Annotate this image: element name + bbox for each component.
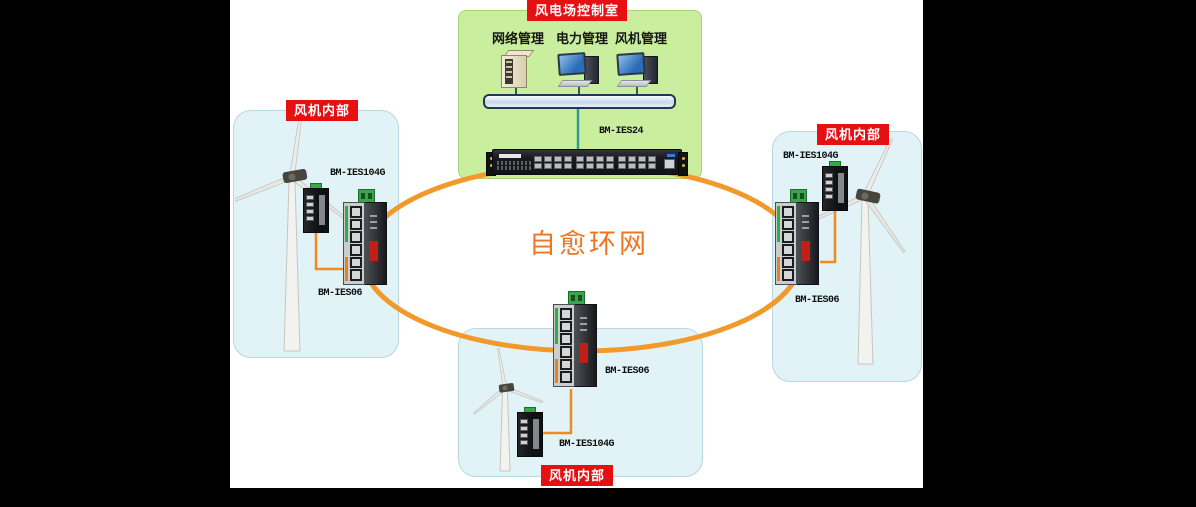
turbine-tag-left: 风机内部	[286, 100, 359, 121]
converter-label-left: BM-IES104G	[330, 168, 386, 179]
control-room-tag: 风电场控制室	[527, 0, 628, 21]
cable-bottom	[543, 389, 573, 435]
station-label-turbine: 风机管理	[615, 31, 668, 46]
converter-label-right: BM-IES104G	[783, 151, 839, 162]
turbine-tag-right: 风机内部	[817, 124, 890, 145]
turbine-tag-bottom: 风机内部	[541, 465, 614, 486]
switch-label-bottom: BM-IES06	[605, 366, 650, 377]
wind-turbine-image	[473, 348, 544, 472]
switch-label-left: BM-IES06	[318, 288, 363, 299]
din-switch-image	[343, 189, 387, 285]
din-switch-image	[553, 291, 597, 387]
core-switch-label: BM-IES24	[599, 126, 644, 137]
cable-left	[314, 233, 344, 271]
cable-right	[820, 211, 837, 264]
workstation-icon	[615, 52, 661, 88]
media-converter-image	[822, 161, 848, 211]
server-icon	[501, 50, 535, 88]
din-switch-image	[775, 189, 819, 285]
ring-caption: 自愈环网	[529, 229, 649, 260]
rack-switch-image	[486, 146, 688, 176]
converter-label-bottom: BM-IES104G	[559, 439, 615, 450]
lan-bus-bar	[483, 94, 676, 109]
workstation-icon	[556, 52, 602, 88]
station-label-power: 电力管理	[556, 31, 609, 46]
media-converter-image	[517, 407, 543, 457]
media-converter-image	[303, 183, 329, 233]
station-label-network: 网络管理	[492, 31, 545, 46]
switch-label-right: BM-IES06	[795, 295, 840, 306]
